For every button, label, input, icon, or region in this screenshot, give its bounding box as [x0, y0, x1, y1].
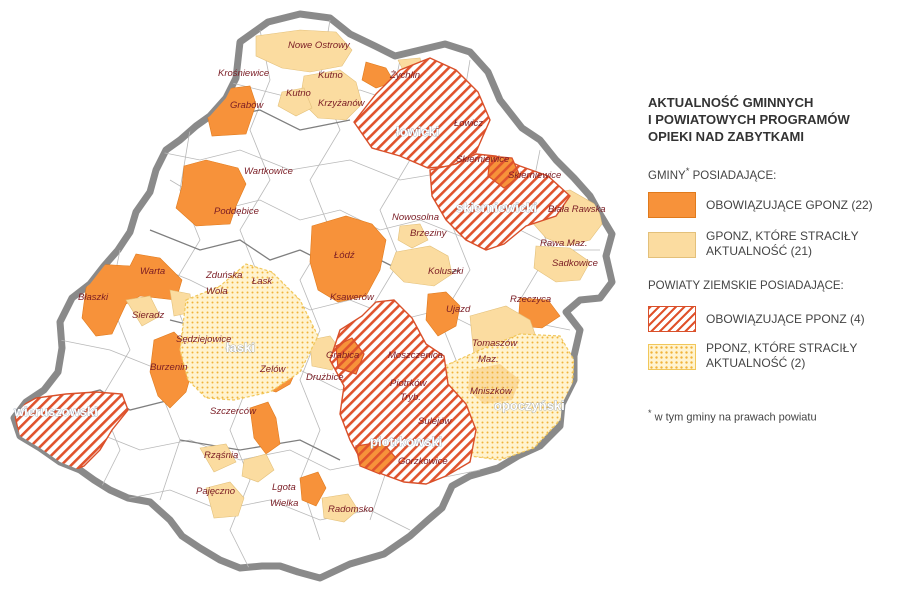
label-piotrkow: Piotrków: [390, 378, 428, 389]
powiat-lowicki: [353, 57, 491, 169]
powiat-piotrkowski: [329, 299, 477, 485]
label-nowe-ostrowy: Nowe Ostrowy: [288, 40, 351, 51]
powiat-labels: łowicki skierniewicki łaski piotrkowski …: [13, 124, 565, 450]
label-lgota: Lgota: [272, 482, 296, 493]
gmina-labels: Nowe Ostrowy Krośniewice Kutno Kutno Życ…: [78, 40, 606, 515]
label-lgota-wielka: Wielka: [270, 498, 298, 509]
legend-label: OBOWIĄZUJĄCE PPONZ (4): [706, 312, 865, 326]
label-skierniewice-city: Skierniewice: [508, 170, 561, 181]
legend-item-pponz-outdated: PPONZ, KTÓRE STRACIŁY AKTUALNOŚĆ (2): [648, 340, 914, 376]
label-zdunska: Zduńska: [205, 270, 242, 281]
label-brzeziny: Brzeziny: [410, 228, 448, 239]
legend-powiaty-heading: POWIATY ZIEMSKIE POSIADAJĄCE:: [648, 280, 844, 292]
powiat-skierniewicki: [429, 153, 571, 251]
legend-title: AKTUALNOŚĆ GMINNYCH I POWIATOWYCH PROGRA…: [648, 95, 850, 144]
label-rawa-maz: Rawa Maz.: [540, 238, 588, 249]
label-skierniewice-gmina: Skierniewice: [456, 154, 509, 165]
label-nowosolna: Nowosolna: [392, 212, 439, 223]
label-ksawerow: Ksawerów: [330, 292, 375, 303]
label-szczercow: Szczerców: [210, 406, 257, 417]
legend-item-gponz-current: OBOWIĄZUJĄCE GPONZ (22): [648, 192, 914, 222]
legend-label: PPONZ, KTÓRE STRACIŁY AKTUALNOŚĆ (2): [706, 341, 858, 370]
legend-swatch-hatched: [648, 306, 696, 332]
label-koluszki: Koluszki: [428, 266, 464, 277]
label-powiat-laski: łaski: [226, 340, 255, 355]
label-wola: Wola: [206, 286, 228, 297]
label-warta: Warta: [140, 266, 165, 277]
legend-item-pponz-current: OBOWIĄZUJĄCE PPONZ (4): [648, 306, 914, 336]
label-wartkowice: Wartkowice: [244, 166, 293, 177]
label-moszczenica: Moszczenica: [388, 350, 443, 361]
label-tomaszow: Tomaszów: [472, 338, 518, 349]
legend-swatch-beige: [648, 232, 696, 258]
label-lask: Łask: [252, 276, 273, 287]
label-ujazd: Ujazd: [446, 304, 471, 315]
label-powiat-piotrkowski: piotrkowski: [370, 434, 442, 449]
legend-gminy-heading: GMINY* POSIADAJĄCE:: [648, 166, 777, 182]
legend-label: OBOWIĄZUJĄCE GPONZ (22): [706, 198, 873, 212]
label-druzbice: Drużbice: [306, 372, 344, 383]
map-legend: AKTUALNOŚĆ GMINNYCH I POWIATOWYCH PROGRA…: [640, 0, 914, 598]
label-sieradz: Sieradz: [132, 310, 164, 321]
label-blaszki: Błaszki: [78, 292, 109, 303]
label-pajeczno: Pajęczno: [196, 486, 235, 497]
label-mniszkow: Mniszków: [470, 386, 513, 397]
legend-label: GPONZ, KTÓRE STRACIŁY AKTUALNOŚĆ (21): [706, 229, 859, 258]
label-kutno-gmina: Kutno: [318, 70, 343, 81]
legend-item-gponz-outdated: GPONZ, KTÓRE STRACIŁY AKTUALNOŚĆ (21): [648, 228, 914, 264]
label-kutno-city: Kutno: [286, 88, 311, 99]
label-zelow: Zelów: [259, 364, 286, 375]
label-poddebice: Poddębice: [214, 206, 259, 217]
label-krosniewice: Krośniewice: [218, 68, 269, 79]
label-powiat-skierniewicki: skierniewicki: [456, 200, 537, 215]
label-grabica: Grabica: [326, 350, 359, 361]
label-piotrkow-tryb: Tryb.: [400, 392, 421, 403]
label-zychlin: Żychlin: [389, 70, 420, 81]
label-rzeczyca: Rzeczyca: [510, 294, 551, 305]
label-tomaszow-maz: Maz.: [478, 354, 499, 365]
powiat-laski: [179, 263, 319, 401]
label-powiat-lowicki: łowicki: [396, 124, 439, 139]
label-sulejow: Sulejów: [418, 416, 452, 427]
label-gorzkowice: Gorzkowice: [398, 456, 448, 467]
label-powiat-opoczynski: opoczyński: [494, 398, 565, 413]
label-burzenin: Burzenin: [150, 362, 188, 373]
voivodeship-map: Nowe Ostrowy Krośniewice Kutno Kutno Życ…: [10, 10, 616, 582]
label-sedziejowice: Sędziejowice: [176, 334, 231, 345]
legend-swatch-dotted: [648, 344, 696, 370]
label-biala-rawska: Biała Rawska: [548, 204, 606, 215]
label-krzyzanow: Krzyżanów: [318, 98, 366, 109]
label-lowicz: Łowicz: [454, 118, 483, 129]
label-sadkowice: Sadkowice: [552, 258, 598, 269]
legend-swatch-orange: [648, 192, 696, 218]
label-rzasnia: Rząśnia: [204, 450, 238, 461]
label-grabow: Grabów: [230, 100, 264, 111]
label-radomsko: Radomsko: [328, 504, 373, 515]
legend-footnote: * w tym gminy na prawach powiatu: [648, 408, 817, 424]
label-powiat-wieruszowski: wieruszowski: [13, 404, 98, 419]
label-lodz: Łódź: [334, 250, 355, 261]
